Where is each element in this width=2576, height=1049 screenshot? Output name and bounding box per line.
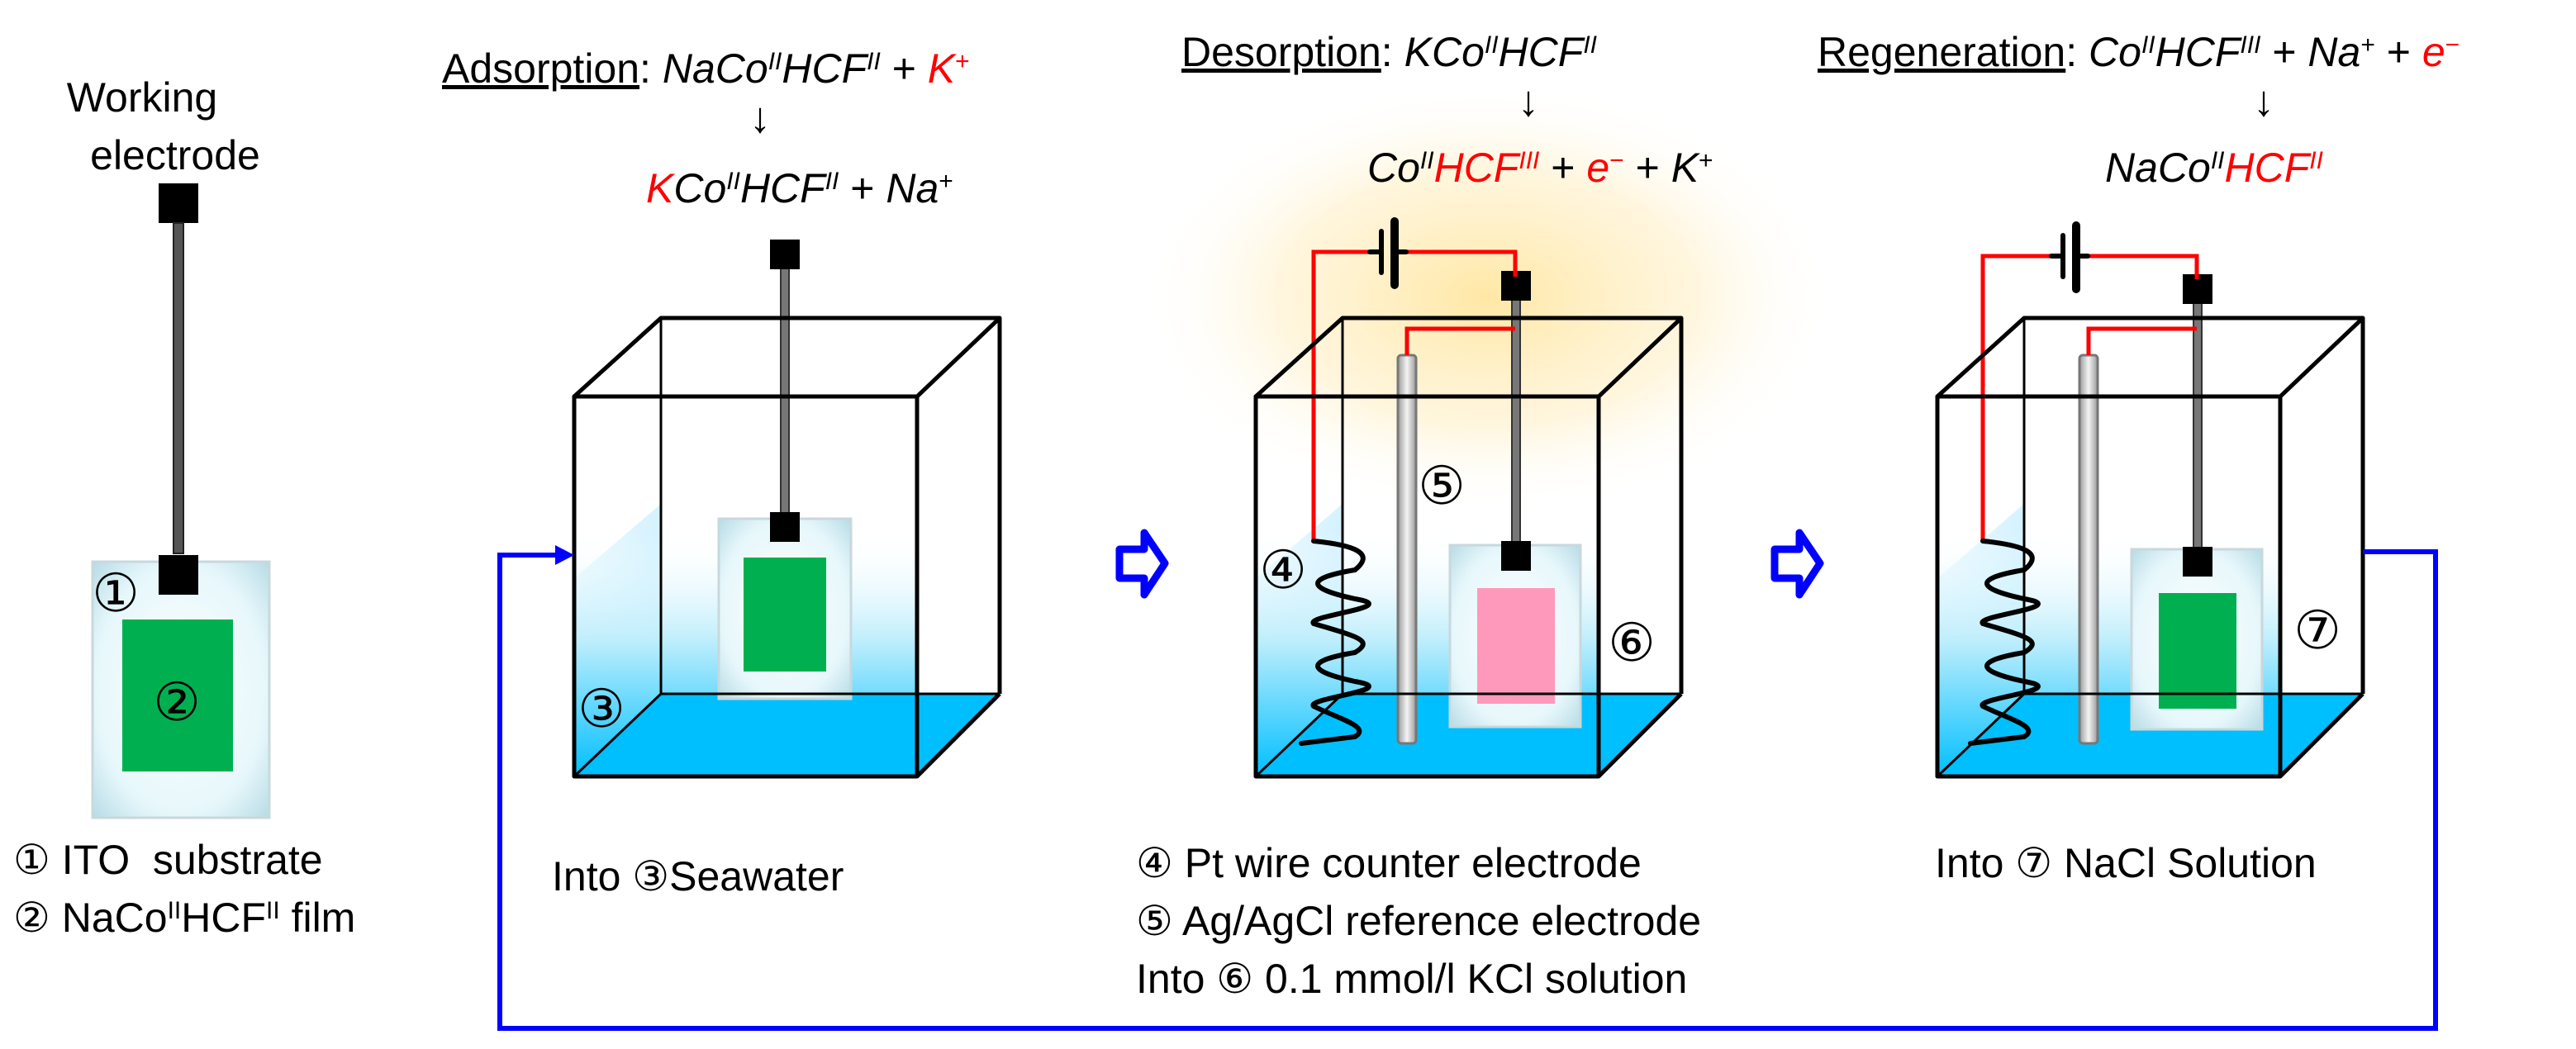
reference-electrode-wire [1404,326,1515,355]
legend-ito: ① ITO substrate [13,837,323,883]
adsorption-equation-reactants: Adsorption: NaCoIIHCFII + K+ [442,45,970,92]
ito-marker: ① [92,563,139,623]
return-loop-arrow [497,545,2438,1031]
pt-wire-coil [1968,539,2041,746]
desorption-group: Desorption: KCoIIHCFII ↓ CoIIHCFIII + e−… [1136,29,1834,1002]
regeneration-reaction-arrow: ↓ [2253,78,2274,126]
adsorption-caption: Into ③Seawater [552,853,844,899]
battery-icon [2049,221,2090,293]
adsorption-group: Adsorption: NaCoIIHCFII + K+ ↓ KCoIIHCFI… [442,45,1002,899]
adsorption-electrode-top-terminal [770,240,800,269]
adsorption-film [744,558,826,672]
regeneration-equation-products: NaCoIIHCFII [2105,145,2323,191]
counter-electrode-wire [1980,254,2053,541]
desorption-electrode-wire [1511,280,1521,554]
reference-electrode [1396,354,1418,745]
regeneration-beaker: ⑦ [1935,221,2365,779]
desorption-equation-reactants: Desorption: KCoIIHCFII [1181,29,1597,75]
regeneration-equation-reactants: Regeneration: CoIIHCFIII + Na+ + e− [1818,29,2460,75]
adsorption-electrode-wire [780,255,790,529]
pt-wire-coil [1299,539,1371,746]
desorption-caption-counter: ④ Pt wire counter electrode [1136,840,1642,886]
reference-electrode-wire [2086,326,2197,355]
regeneration-film [2159,593,2236,709]
adsorption-equation-products: KCoIIHCFII + Na+ [646,165,953,211]
electrode-top-terminal [159,183,198,223]
desorption-reaction-arrow: ↓ [1518,78,1539,126]
working-electrode-wire [2086,254,2199,279]
legend-film: ② NaCoIIHCFII film [13,895,355,941]
regeneration-group: Regeneration: CoIIHCFIII + Na+ + e− ↓ Na… [1818,29,2460,886]
adsorption-reaction-arrow: ↓ [749,94,771,142]
working-electrode-wire [1404,249,1518,277]
reference-electrode-marker: ⑤ [1418,456,1465,515]
desorption-film [1477,588,1555,704]
electrode-wire [173,222,184,554]
kcl-solution-marker: ⑥ [1608,613,1655,672]
regeneration-caption: Into ⑦ NaCl Solution [1935,840,2317,886]
right-arrow-icon [1770,529,1824,599]
desorption-equation-products: CoIIHCFIII + e− + K+ [1367,145,1713,191]
regeneration-electrode-wire [2193,284,2203,558]
beaker-water-bottom [574,694,1000,776]
seawater-marker: ③ [577,679,625,738]
working-electrode-group: Working electrode ① ② ① ITO substrate ② … [13,74,355,941]
working-electrode-title-line2: electrode [90,132,260,178]
adsorption-electrode-bottom-terminal [770,512,800,542]
battery-icon [1367,217,1409,289]
adsorption-beaker: ③ [572,240,1002,779]
desorption-beaker: ④ ⑤ ⑥ [1253,217,1684,779]
reference-electrode [2078,354,2099,745]
right-arrow-icon [1115,529,1169,599]
counter-electrode-marker: ④ [1259,540,1306,600]
desorption-caption-solution: Into ⑥ 0.1 mmol/l KCl solution [1136,956,1687,1002]
electrode-bottom-terminal [159,555,198,595]
working-electrode-title-line1: Working [67,74,217,121]
nacohcf-film [122,619,233,771]
regeneration-electrode-bottom-terminal [2183,547,2212,577]
desorption-electrode-bottom-terminal [1501,541,1531,571]
desorption-caption-reference: ⑤ Ag/AgCl reference electrode [1136,898,1701,944]
nacl-solution-marker: ⑦ [2293,600,2341,660]
film-marker: ② [153,672,200,732]
counter-electrode-wire [1311,249,1371,541]
